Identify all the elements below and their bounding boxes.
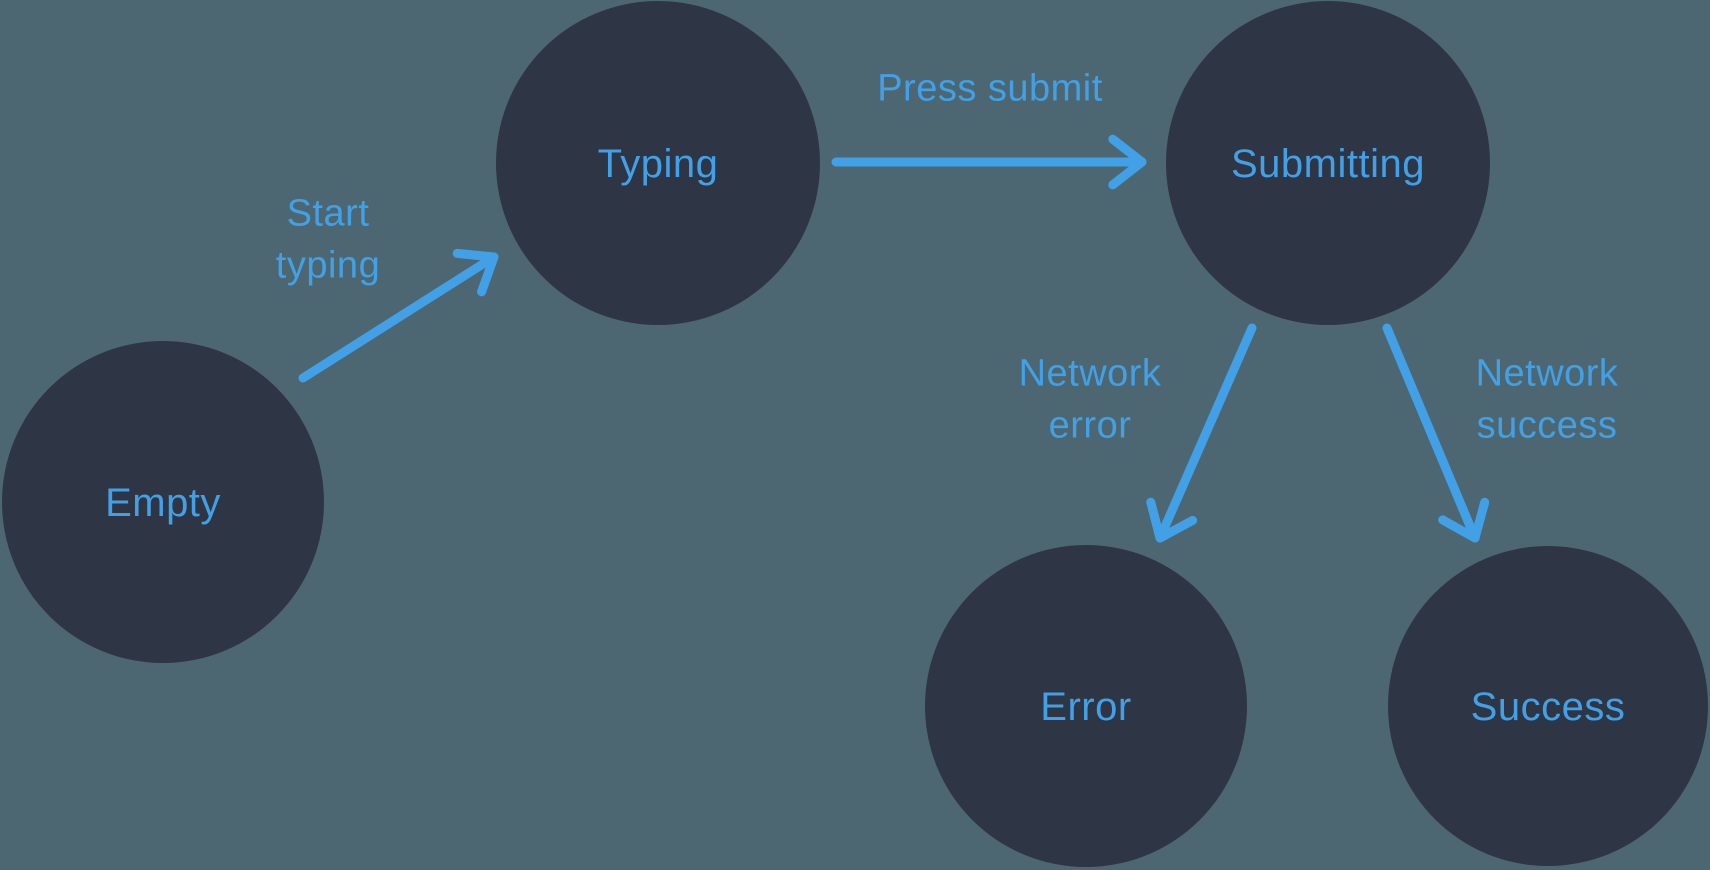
transition-label-network-error: Network error (1019, 352, 1162, 446)
arrowhead-icon (1146, 497, 1198, 543)
state-node-error: Error (925, 545, 1247, 867)
transition-label-line: success (1477, 404, 1618, 446)
arrowhead-icon (1438, 497, 1490, 543)
transition-arrow-line (298, 252, 499, 383)
state-circle-empty (2, 341, 324, 663)
state-label-empty: Empty (105, 481, 221, 525)
transition-arrow-line (1382, 323, 1480, 543)
transition-network-error: Network error (1019, 323, 1257, 543)
state-node-submitting: Submitting (1166, 1, 1490, 325)
transition-label-press-submit: Press submit (877, 67, 1103, 109)
transition-label-line: typing (276, 244, 380, 286)
state-circle-typing (496, 1, 820, 325)
transition-label-line: error (1049, 404, 1132, 446)
transition-arrow-line (1155, 323, 1257, 543)
transition-label-line: Press submit (877, 67, 1103, 109)
arrowhead-icon (452, 248, 499, 297)
state-node-empty: Empty (2, 341, 324, 663)
transition-label-start-typing: Start typing (276, 192, 380, 286)
state-node-success: Success (1388, 546, 1708, 866)
state-circle-error (925, 545, 1247, 867)
state-label-submitting: Submitting (1231, 142, 1425, 186)
transition-label-line: Network (1476, 352, 1619, 394)
state-label-success: Success (1471, 685, 1626, 729)
state-node-typing: Typing (496, 1, 820, 325)
transition-network-success: Network success (1382, 323, 1619, 543)
state-circle-success (1388, 546, 1708, 866)
transition-start-typing: Start typing (276, 192, 499, 383)
state-label-error: Error (1040, 685, 1131, 729)
state-circle-submitting (1166, 1, 1490, 325)
transition-label-network-success: Network success (1476, 352, 1619, 446)
arrowhead-icon (1108, 134, 1147, 190)
transition-label-line: Start (287, 192, 370, 234)
transition-label-line: Network (1019, 352, 1162, 394)
transition-press-submit: Press submit (831, 67, 1147, 190)
state-label-typing: Typing (598, 142, 719, 186)
